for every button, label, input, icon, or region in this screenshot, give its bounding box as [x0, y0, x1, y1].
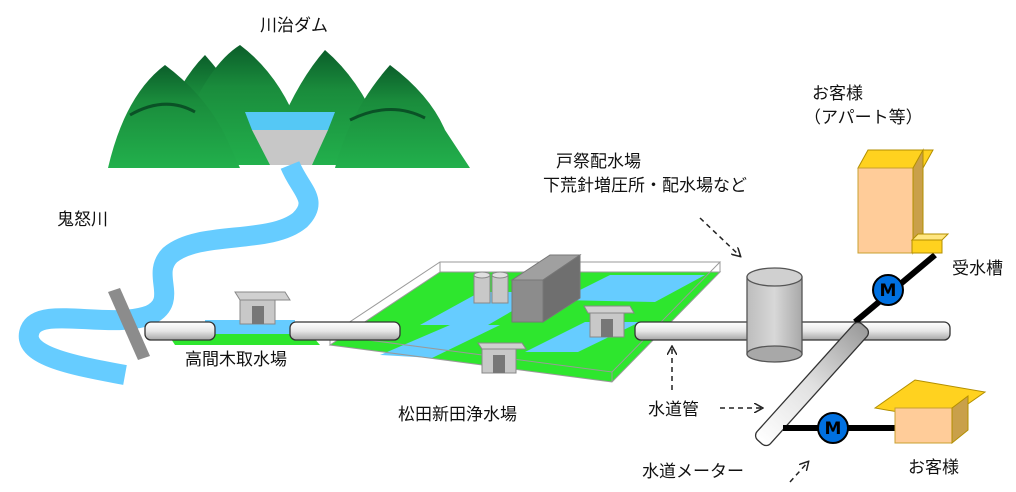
river — [18, 160, 319, 385]
meter-symbol: M — [825, 419, 842, 439]
river-label: 鬼怒川 — [57, 210, 108, 230]
water-meter-icon-apartment: M — [872, 274, 904, 306]
intake-building-icon — [234, 291, 291, 325]
reservoir-arrow — [699, 217, 740, 256]
reservoir-water — [245, 112, 335, 130]
purification-plant — [328, 254, 722, 383]
reservoir-label-line2: 下荒針増圧所・配水場など — [543, 176, 747, 196]
plant-pump-house-icon — [477, 342, 527, 374]
water-pipe-label: 水道管 — [648, 400, 699, 420]
apartment-customer-label-line2: （アパート等） — [804, 108, 923, 128]
intake-weir — [108, 288, 150, 360]
house-customer-label: お客様 — [908, 458, 959, 478]
apartment-building — [857, 148, 950, 255]
dam-wall — [252, 130, 328, 165]
receiving-tank-icon — [910, 233, 950, 254]
silo-icons — [473, 271, 509, 304]
callout-arrows — [672, 217, 808, 483]
plant-outflow-house-icon — [583, 305, 635, 338]
apartment-customer-label-line1: お客様 — [812, 84, 863, 104]
intake-label: 高間木取水場 — [185, 350, 287, 370]
dam-mountains — [108, 45, 470, 168]
diagonal-pipe — [754, 321, 870, 447]
customer-house — [873, 379, 987, 445]
plant-label: 松田新田浄水場 — [398, 405, 517, 425]
receiving-tank-label: 受水槽 — [952, 259, 1003, 279]
reservoir-label-line1: 戸祭配水場 — [556, 152, 641, 172]
meter-symbol: M — [880, 281, 897, 301]
distribution-tank — [746, 267, 803, 363]
water-meter-label: 水道メーター — [642, 462, 744, 482]
water-meter-icon-house: M — [817, 412, 849, 444]
plant-building-icon — [510, 254, 582, 323]
meter-arrow — [789, 462, 808, 483]
dam-label: 川治ダム — [260, 16, 328, 36]
